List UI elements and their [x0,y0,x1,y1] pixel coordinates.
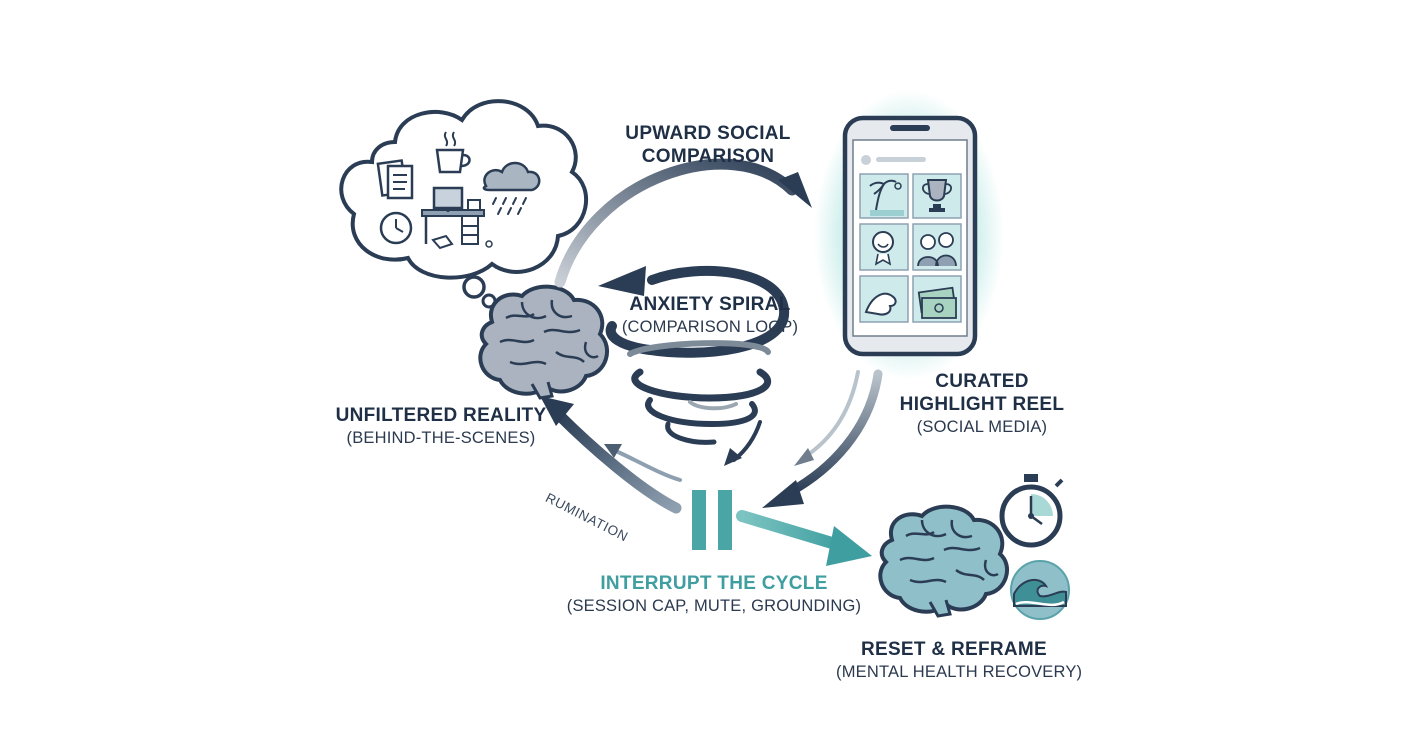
wave-icon [1010,560,1070,620]
highlight-arrow-inner [804,370,860,458]
reset-title: RESET & REFRAME [860,639,1048,660]
reset-subtitle: (MENTAL HEALTH RECOVERY) [836,663,1083,681]
comparison-title: UPWARD SOCIAL [625,123,791,144]
comparison-arrowhead [778,172,812,208]
interrupt-subtitle: (SESSION CAP, MUTE, GROUNDING) [566,597,862,615]
highlight-title: CURATED [935,371,1029,392]
rumination-arrowhead-inner [604,444,622,458]
interrupt-label: INTERRUPT THE CYCLE (SESSION CAP, MUTE, … [566,572,862,617]
highlight-arrowhead-inner [794,448,814,466]
reality-title: UNFILTERED REALITY [335,405,547,426]
comparison-label: UPWARD SOCIAL COMPARISON [612,122,804,168]
brain-icon [478,284,610,400]
rumination-arrowhead-outer [540,396,574,426]
spiral-label: ANXIETY SPIRAL (COMPARISON LOOP) [618,293,802,338]
thought-cloud-icon [339,99,588,309]
reset-arrowhead [826,526,872,566]
spiral-subtitle: (COMPARISON LOOP) [621,318,799,336]
comparison-arrow [554,158,798,288]
spiral-title: ANXIETY SPIRAL [629,294,791,315]
highlight-arrowhead-outer [762,480,804,508]
spiral-icon [598,265,790,466]
rumination-arrow-inner [616,450,682,482]
brain-icon [878,504,1010,618]
highlight-title-line2: HIGHLIGHT REEL [899,394,1065,415]
smartphone-icon [814,90,1004,380]
reset-label: RESET & REFRAME (MENTAL HEALTH RECOVERY) [836,638,1083,683]
pause-icon[interactable] [692,490,732,550]
reality-subtitle: (BEHIND-THE-SCENES) [346,429,536,447]
reset-arrow [736,510,848,552]
stopwatch-icon [999,474,1064,548]
rumination-arrow-outer [552,408,682,514]
comparison-title-line2: COMPARISON [641,146,775,167]
highlight-subtitle: (SOCIAL MEDIA) [916,418,1048,436]
highlight-arrow-outer [785,369,883,497]
reality-label: UNFILTERED REALITY (BEHIND-THE-SCENES) [326,404,556,449]
interrupt-title: INTERRUPT THE CYCLE [600,573,828,594]
highlight-label: CURATED HIGHLIGHT REEL (SOCIAL MEDIA) [884,370,1080,438]
